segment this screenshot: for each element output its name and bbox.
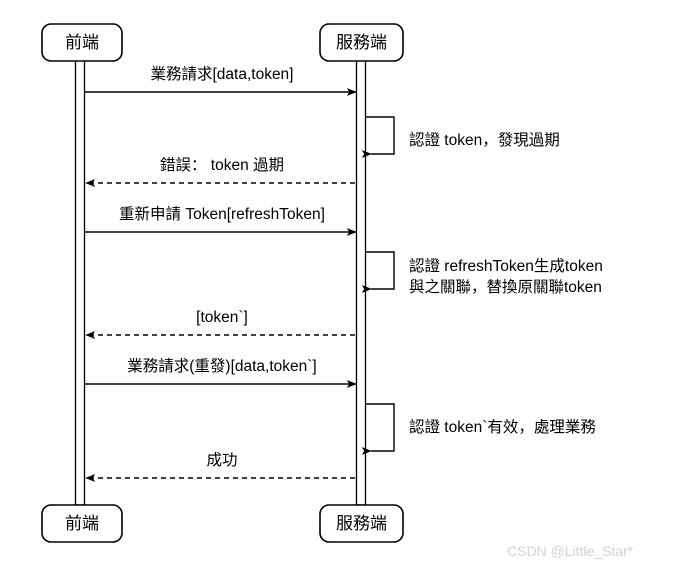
message-label: [token`] xyxy=(196,309,248,326)
participant-label-server-top: 服務端 xyxy=(336,33,387,52)
participant-client-top[interactable]: 前端 xyxy=(41,23,123,62)
selfmessage-path xyxy=(361,403,395,455)
participant-box xyxy=(41,504,123,543)
participant-label-client-top: 前端 xyxy=(65,33,99,52)
participant-box xyxy=(41,23,123,62)
message-label: 業務請求[data,token] xyxy=(150,65,293,83)
message-reapply-token[interactable]: 重新申請 Token[refreshToken] xyxy=(85,205,357,236)
message-success[interactable]: 成功 xyxy=(85,451,355,482)
participant-label-server-bottom: 服務端 xyxy=(336,514,387,533)
message-label: 業務請求(重發)[data,token`] xyxy=(127,357,317,375)
selfmessage-label-line2: 與之關聯，替換原關聯token xyxy=(409,278,602,296)
activation-bar-server xyxy=(355,59,367,506)
watermark: CSDN @Little_Star* xyxy=(507,543,634,559)
selfmessage-label-line1: 認證 token，發現過期 xyxy=(409,131,560,149)
selfmessage-verify-refreshtoken[interactable]: 認證 refreshToken生成token 與之關聯，替換原關聯token xyxy=(361,251,603,296)
message-new-token[interactable]: [token`] xyxy=(85,309,355,339)
participant-client-bottom[interactable]: 前端 xyxy=(41,504,123,543)
participant-label-client-bottom: 前端 xyxy=(65,514,99,533)
activation-bar-client xyxy=(74,59,86,506)
participant-server-bottom[interactable]: 服務端 xyxy=(319,504,404,543)
participant-box xyxy=(319,23,404,62)
message-label: 錯誤： token 過期 xyxy=(160,156,284,174)
message-label: 成功 xyxy=(206,451,237,469)
message-business-request[interactable]: 業務請求[data,token] xyxy=(85,65,357,96)
selfmessage-verify-token[interactable]: 認證 token，發現過期 xyxy=(361,116,560,158)
selfmessage-token-valid[interactable]: 認證 token`有效，處理業務 xyxy=(361,403,596,455)
participant-box xyxy=(319,504,404,543)
message-error-token-expired[interactable]: 錯誤： token 過期 xyxy=(85,156,355,187)
selfmessage-label-line1: 認證 refreshToken生成token xyxy=(409,257,603,275)
selfmessage-path xyxy=(361,251,395,293)
message-business-request-retry[interactable]: 業務請求(重發)[data,token`] xyxy=(85,357,357,388)
participant-server-top[interactable]: 服務端 xyxy=(319,23,404,62)
selfmessage-label-line1: 認證 token`有效，處理業務 xyxy=(409,418,596,436)
selfmessage-path xyxy=(361,116,395,158)
message-label: 重新申請 Token[refreshToken] xyxy=(119,205,325,223)
